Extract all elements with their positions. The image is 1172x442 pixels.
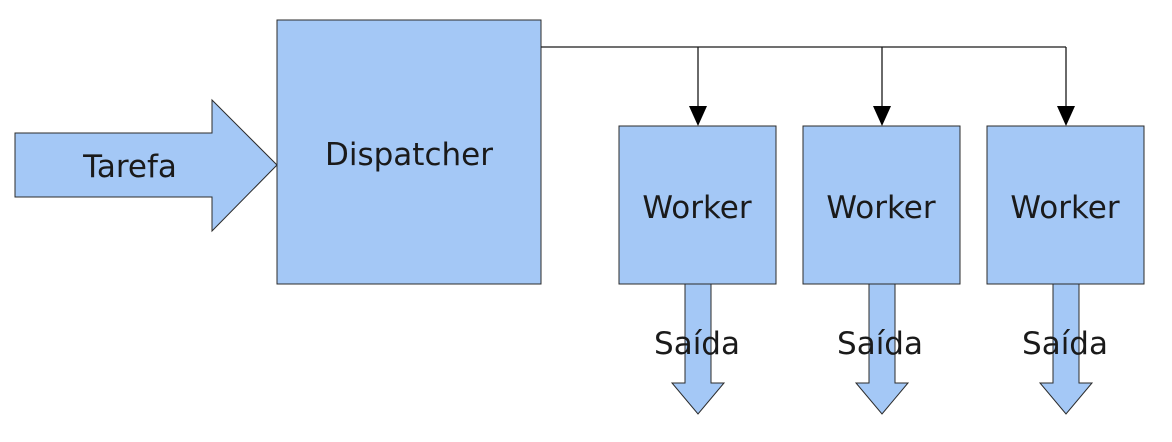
worker-box-3 <box>986 125 1145 285</box>
dispatch-connectors <box>541 46 1075 126</box>
dispatcher-box <box>276 19 542 285</box>
output-arrow-2 <box>854 283 910 415</box>
dispatcher-label: Dispatcher <box>325 137 493 173</box>
dispatch-arrowhead-3 <box>1057 106 1075 126</box>
worker-label-2: Worker <box>826 190 935 226</box>
output-arrow-3 <box>1038 283 1094 415</box>
output-label-1: Saída <box>654 326 740 362</box>
dispatch-arrowhead-2 <box>873 106 891 126</box>
worker-label-1: Worker <box>642 190 751 226</box>
worker-box-2 <box>802 125 961 285</box>
worker-box-1 <box>618 125 777 285</box>
task-input-arrow <box>14 98 278 233</box>
output-label-2: Saída <box>837 326 923 362</box>
task-input-label: Tarefa <box>82 149 177 185</box>
dispatch-arrowhead-1 <box>689 106 707 126</box>
worker-label-3: Worker <box>1010 190 1119 226</box>
output-arrow-1 <box>670 283 726 415</box>
output-label-3: Saída <box>1022 326 1108 362</box>
